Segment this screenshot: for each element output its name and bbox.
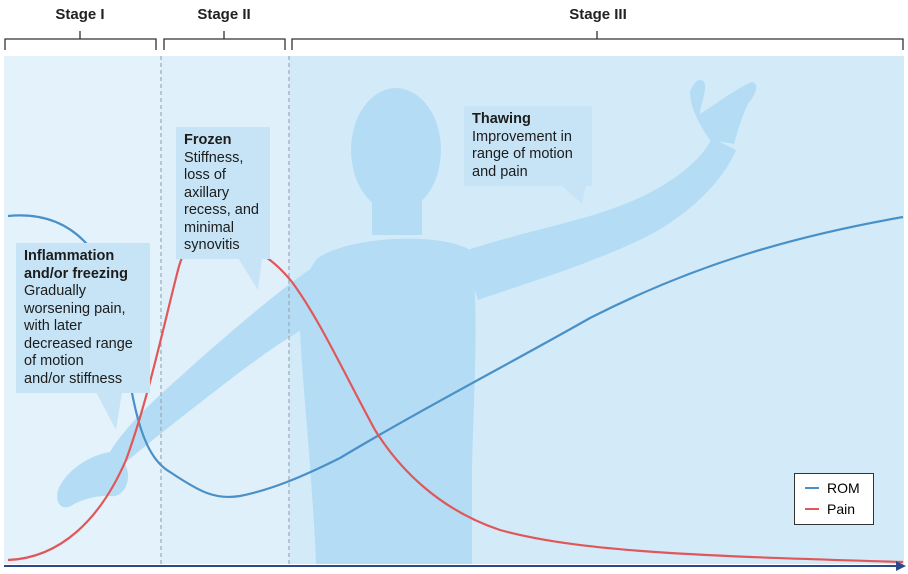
callout-frozen-body-line-5: minimal	[184, 219, 234, 236]
callout-frozen-body-line-2: loss of	[184, 167, 226, 183]
callout-thawing-title: Thawing	[472, 111, 585, 129]
callout-inflammation-body: Gradually worsening pain, with later dec…	[24, 283, 143, 388]
callout-inflammation-title-line-1: Inflammation	[24, 248, 115, 264]
callout-thawing: Thawing Improvement in range of motion a…	[464, 106, 592, 186]
callout-thawing-body: Improvement in range of motion and pain	[472, 129, 585, 182]
callout-frozen-body-line-6: synovitis	[184, 237, 240, 253]
callout-tail-frozen	[238, 258, 262, 290]
callout-frozen-body-line-4: recess, and	[184, 202, 259, 218]
callout-thawing-body-line-1: Improvement in	[472, 128, 572, 145]
callout-inflammation-body-line-3: with later	[24, 318, 83, 334]
callout-frozen-body-line-3: axillary	[184, 184, 230, 201]
callout-thawing-title-line-1: Thawing	[472, 111, 531, 127]
callout-frozen: Frozen Stiffness, loss of axillary reces…	[176, 127, 270, 259]
legend: ROM Pain	[794, 473, 874, 525]
callout-frozen-title: Frozen	[184, 132, 263, 150]
callout-frozen-title-line-1: Frozen	[184, 132, 232, 148]
callout-inflammation: Inflammation and/or freezing Gradually w…	[16, 243, 150, 393]
callout-tail-inflammation	[96, 392, 122, 430]
callout-tail-thawing	[560, 184, 586, 204]
stage-3-label: Stage III	[569, 6, 627, 23]
human-silhouette-icon	[57, 79, 757, 564]
legend-item-rom: ROM	[805, 480, 860, 496]
legend-swatch-rom	[805, 487, 819, 489]
x-axis-arrowhead-icon	[896, 561, 906, 571]
callout-thawing-body-line-3: and pain	[472, 163, 528, 180]
callout-thawing-body-line-2: range of motion	[472, 146, 573, 162]
callout-inflammation-body-line-1: Gradually	[24, 283, 87, 299]
legend-item-pain: Pain	[805, 501, 855, 517]
legend-swatch-pain	[805, 508, 819, 510]
stage-3-bracket	[291, 31, 904, 50]
stage-1-bracket	[4, 31, 157, 50]
callout-inflammation-title-line-2: and/or freezing	[24, 265, 128, 282]
pain-curve	[7, 238, 904, 564]
stage-2-label: Stage II	[197, 6, 251, 23]
callout-inflammation-body-line-5: of motion	[24, 353, 84, 369]
legend-label-rom: ROM	[827, 480, 860, 496]
callout-frozen-body: Stiffness, loss of axillary recess, and …	[184, 150, 263, 255]
stage-2-bracket	[163, 31, 286, 50]
callout-inflammation-title: Inflammation and/or freezing	[24, 248, 143, 283]
callout-inflammation-body-line-2: worsening pain,	[24, 300, 126, 317]
callout-frozen-body-line-1: Stiffness,	[184, 149, 244, 166]
legend-label-pain: Pain	[827, 501, 856, 517]
callout-inflammation-body-line-6: and/or stiffness	[24, 370, 123, 387]
callout-inflammation-body-line-4: decreased range	[24, 335, 133, 352]
stage-1-label: Stage I	[55, 6, 105, 23]
